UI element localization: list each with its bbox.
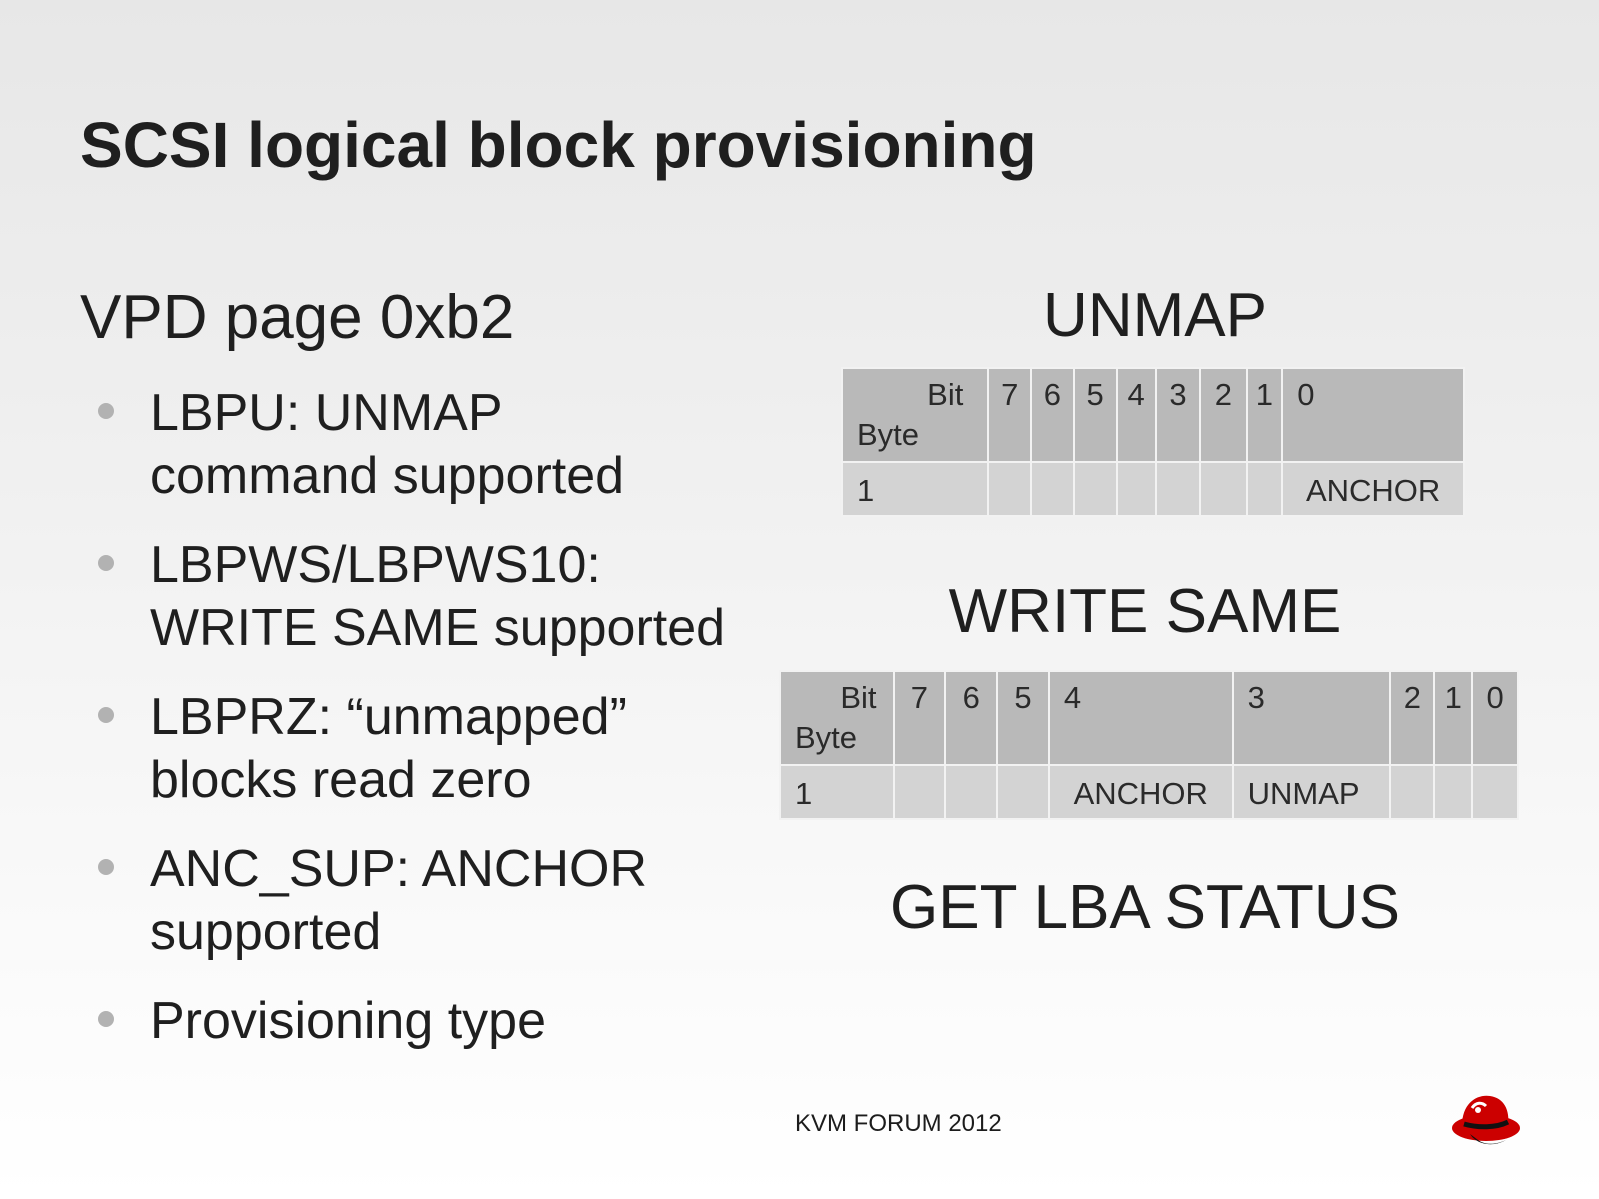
bullet-dot-icon (98, 1011, 114, 1027)
unmap-cell: UNMAP (1233, 766, 1390, 818)
write-same-title: WRITE SAME (948, 577, 1342, 646)
bullet-line: blocks read zero (150, 751, 532, 809)
bullet-provisioning-type: Provisioning type (96, 990, 796, 1053)
bit-header: 2 (1201, 369, 1246, 461)
bullet-anc-sup: ANC_SUP: ANCHOR supported (96, 838, 796, 964)
bullet-line: LBPU: UNMAP (150, 384, 503, 442)
bullet-dot-icon (98, 859, 114, 875)
anchor-cell: ANCHOR (1049, 766, 1232, 818)
write-same-bit-table: Bit Byte 7 6 5 4 3 2 1 0 1 ANCHOR UNMAP (779, 670, 1519, 820)
bit-header: 4 (1117, 369, 1155, 461)
bullet-lbpws: LBPWS/LBPWS10: WRITE SAME supported (96, 534, 796, 660)
bit-cell (989, 463, 1031, 515)
unmap-bit-table: Bit Byte 7 6 5 4 3 2 1 0 1 ANCHOR (841, 367, 1465, 517)
bit-header: 3 (1156, 369, 1200, 461)
bit-byte-corner: Bit Byte (843, 369, 988, 461)
bullet-dot-icon (98, 403, 114, 419)
get-lba-status-title: GET LBA STATUS (890, 873, 1400, 942)
bit-header: 1 (1247, 369, 1282, 461)
bit-header: 5 (998, 672, 1048, 764)
bit-header: 3 (1233, 672, 1390, 764)
bit-cell (1156, 463, 1200, 515)
anchor-cell: ANCHOR (1283, 463, 1463, 515)
bit-header: 2 (1391, 672, 1434, 764)
bit-cell (1074, 463, 1116, 515)
bit-header: 1 (1435, 672, 1472, 764)
bullet-line: WRITE SAME supported (150, 599, 726, 657)
byte-cell: 1 (781, 766, 893, 818)
bullet-line: command supported (150, 447, 625, 505)
bullet-dot-icon (98, 707, 114, 723)
bullet-lbpu: LBPU: UNMAP command supported (96, 382, 796, 508)
bullet-line: Provisioning type (150, 992, 546, 1050)
table-row: 1 ANCHOR UNMAP (781, 766, 1517, 818)
bit-cell (1032, 463, 1073, 515)
bit-cell (1201, 463, 1246, 515)
red-hat-shadowman-logo-icon (1452, 1095, 1520, 1145)
bit-cell (1473, 766, 1517, 818)
table-row: 1 ANCHOR (843, 463, 1463, 515)
bit-cell (1391, 766, 1434, 818)
bullet-line: LBPRZ: “unmapped” (150, 688, 627, 746)
bit-header: 7 (894, 672, 945, 764)
bit-byte-corner: Bit Byte (781, 672, 893, 764)
bit-label: Bit (927, 377, 964, 412)
footer-text: KVM FORUM 2012 (795, 1110, 1002, 1137)
bit-header: 7 (989, 369, 1031, 461)
bit-header: 0 (1283, 369, 1463, 461)
unmap-title: UNMAP (1043, 281, 1267, 350)
bullet-lbprz: LBPRZ: “unmapped” blocks read zero (96, 686, 796, 812)
byte-label: Byte (795, 720, 858, 755)
bit-cell (998, 766, 1048, 818)
bullet-line: supported (150, 903, 382, 961)
byte-label: Byte (857, 417, 920, 452)
table-header-row: Bit Byte 7 6 5 4 3 2 1 0 (781, 672, 1517, 764)
slide-title: SCSI logical block provisioning (80, 109, 1037, 181)
bit-cell (1247, 463, 1282, 515)
bit-cell (1435, 766, 1472, 818)
bit-cell (1117, 463, 1155, 515)
bit-header: 5 (1074, 369, 1116, 461)
byte-cell: 1 (843, 463, 988, 515)
bit-header: 6 (946, 672, 997, 764)
table-header-row: Bit Byte 7 6 5 4 3 2 1 0 (843, 369, 1463, 461)
bit-label: Bit (840, 680, 877, 715)
bit-cell (946, 766, 997, 818)
bullet-list: LBPU: UNMAP command supported LBPWS/LBPW… (96, 382, 796, 1079)
bit-header: 6 (1032, 369, 1073, 461)
vpd-heading: VPD page 0xb2 (80, 283, 515, 352)
bit-header: 4 (1049, 672, 1232, 764)
bullet-dot-icon (98, 555, 114, 571)
bit-cell (894, 766, 945, 818)
bullet-line: LBPWS/LBPWS10: (150, 536, 601, 594)
bullet-line: ANC_SUP: ANCHOR (150, 840, 647, 898)
bit-header: 0 (1473, 672, 1517, 764)
